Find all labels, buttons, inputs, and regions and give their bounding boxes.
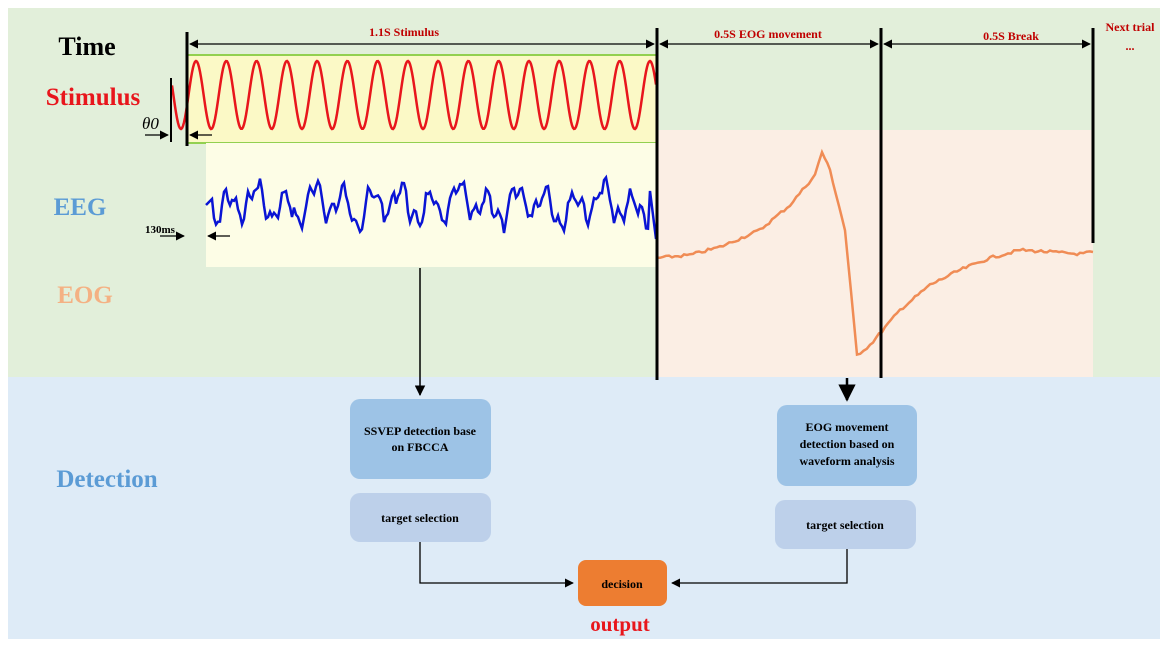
stimulus-wave bbox=[170, 59, 658, 131]
eog-detection-box bbox=[777, 405, 917, 486]
break-span-label: 0.5S Break bbox=[983, 29, 1039, 43]
detection-label: Detection bbox=[56, 466, 157, 493]
target-selection-right bbox=[775, 500, 916, 549]
decision-box bbox=[578, 560, 667, 606]
stimulus-span-label: 1.1S Stimulus bbox=[369, 25, 439, 39]
eog-span-label: 0.5S EOG movement bbox=[714, 27, 822, 41]
ssvep-detection-box bbox=[350, 399, 491, 479]
output-label: output bbox=[590, 612, 650, 636]
eog-box-line2: detection based on bbox=[800, 437, 895, 451]
eog-region bbox=[657, 130, 1093, 377]
eeg-label: EEG bbox=[54, 194, 107, 221]
right-to-decision-arrow bbox=[671, 549, 848, 588]
ssvep-box-line2: on FBCCA bbox=[391, 440, 448, 454]
eog-label: EOG bbox=[57, 282, 113, 309]
theta-label: θ0 bbox=[142, 114, 159, 133]
ssvep-box-line1: SSVEP detection base bbox=[364, 424, 477, 438]
decision-label: decision bbox=[601, 577, 643, 591]
eog-box-line1: EOG movement bbox=[806, 420, 889, 434]
left-to-decision-arrow bbox=[419, 542, 574, 588]
target-selection-left bbox=[350, 493, 491, 542]
eog-box-line3: waveform analysis bbox=[800, 454, 895, 468]
eeg-band bbox=[206, 143, 657, 267]
eog-wave bbox=[656, 148, 1094, 357]
time-label: Time bbox=[58, 32, 115, 61]
delay-label: 130ms bbox=[145, 224, 176, 236]
eeg-wave bbox=[205, 174, 658, 240]
target-selection-left-label: target selection bbox=[381, 511, 459, 525]
target-selection-right-label: target selection bbox=[806, 518, 884, 532]
stimulus-label: Stimulus bbox=[46, 84, 141, 111]
next-trial-label: Next trial bbox=[1106, 20, 1156, 34]
next-trial-ellipsis: ... bbox=[1126, 39, 1135, 53]
